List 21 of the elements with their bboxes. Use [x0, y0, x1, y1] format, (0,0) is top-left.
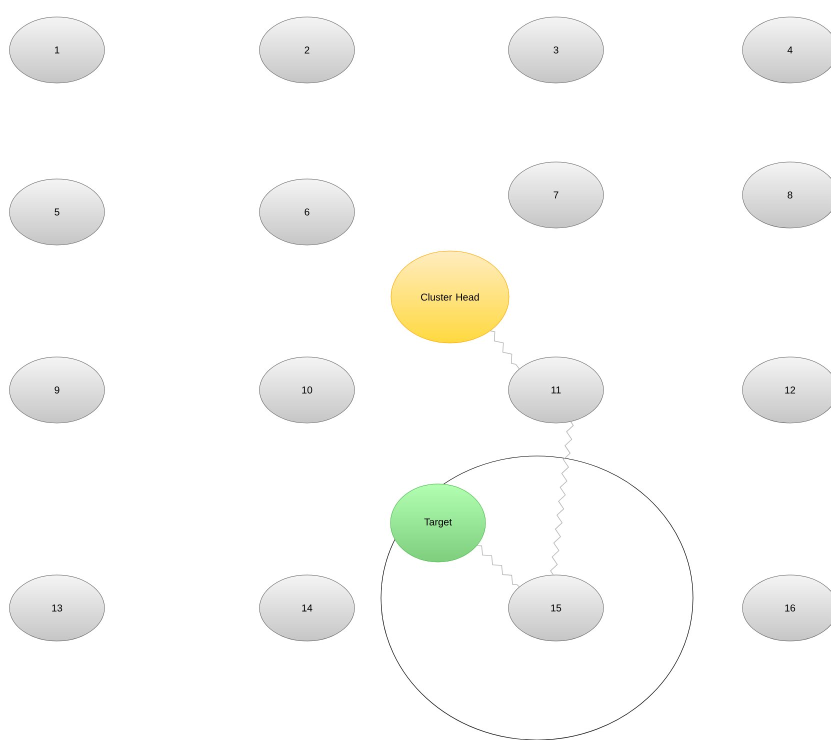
- sensor-node: 4: [742, 16, 831, 84]
- cluster-head-node: Cluster Head: [390, 250, 510, 344]
- sensor-node: 9: [9, 356, 105, 424]
- target-node: Target: [390, 484, 486, 562]
- wireless-link: [490, 330, 520, 370]
- wireless-link: [550, 421, 574, 576]
- wireless-link: [476, 545, 520, 588]
- sensor-node: 11: [508, 356, 604, 424]
- sensor-node: 15: [508, 574, 604, 642]
- sensor-node: 7: [508, 162, 604, 228]
- sensor-node: 14: [259, 574, 355, 642]
- sensor-node: 10: [259, 356, 355, 424]
- sensor-node: 3: [508, 16, 604, 84]
- sensor-node: 8: [742, 162, 831, 228]
- sensor-node: 1: [9, 16, 105, 84]
- sensor-node: 12: [742, 356, 831, 424]
- sensor-node: 6: [259, 178, 355, 246]
- sensor-node: 2: [259, 16, 355, 84]
- sensor-node: 13: [9, 574, 105, 642]
- sensor-node: 5: [9, 178, 105, 246]
- sensor-node: 16: [742, 574, 831, 642]
